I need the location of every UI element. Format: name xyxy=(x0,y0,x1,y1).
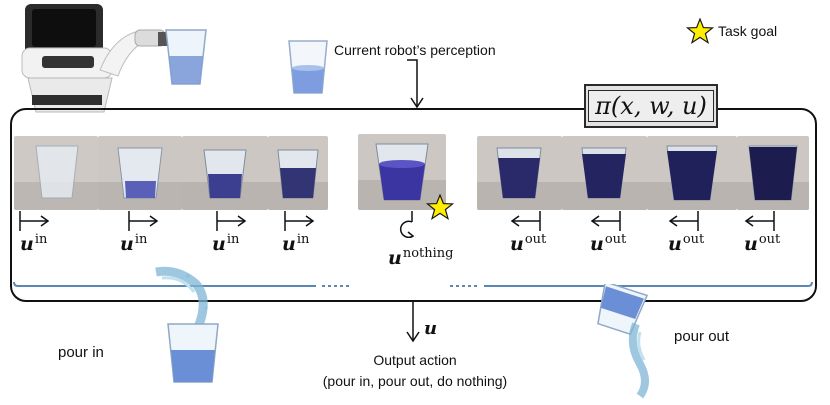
glass-photo-high xyxy=(268,136,328,210)
glass-photo-empty xyxy=(14,136,98,210)
u-in-label-2: uin xyxy=(120,232,148,255)
arrow-right-1 xyxy=(19,211,50,231)
u-out-label-3: uout xyxy=(668,232,705,255)
policy-label: π(x, w, u) xyxy=(588,90,714,122)
output-title: Output action xyxy=(373,352,457,368)
arrow-right-2 xyxy=(128,211,159,231)
glass-photo-goal xyxy=(358,134,446,210)
output-arrow xyxy=(406,302,420,343)
arrow-right-3 xyxy=(216,211,247,231)
glass-photo-over-4 xyxy=(737,136,809,210)
water-splash-icon xyxy=(155,266,219,383)
robot-image xyxy=(21,4,207,113)
arrow-right-4 xyxy=(284,211,315,231)
glass-icon xyxy=(288,40,328,94)
arrow-left-4 xyxy=(744,211,775,231)
perception-label: Current robot’s perception xyxy=(334,42,496,58)
u-in-label-1: uin xyxy=(20,232,48,255)
pour-in-label: pour in xyxy=(58,344,104,361)
glass-photo-over-3 xyxy=(647,136,737,210)
u-out-label-4: uout xyxy=(744,232,781,255)
u-out-label-2: uout xyxy=(590,232,627,255)
arrow-left-1 xyxy=(510,211,541,231)
pour-out-label: pour out xyxy=(674,328,730,345)
star-icon xyxy=(686,18,714,44)
output-options: (pour in, pour out, do nothing) xyxy=(322,373,508,389)
do-nothing-icon xyxy=(399,211,415,238)
u-out-label-1: uout xyxy=(510,232,547,255)
arrow-left-2 xyxy=(590,211,621,231)
policy-frame xyxy=(10,108,817,302)
glass-photo-over-2 xyxy=(562,136,647,210)
axis-lines xyxy=(13,281,813,287)
glass-photo-mid xyxy=(182,136,268,210)
u-in-label-4: uin xyxy=(282,232,310,255)
u-in-label-3: uin xyxy=(212,232,240,255)
glass-photo-over-1 xyxy=(477,136,562,210)
policy-label-box: π(x, w, u) xyxy=(584,84,718,128)
pour-out-glass-icon xyxy=(597,284,649,399)
glass-photo-low xyxy=(98,136,182,210)
perception-arrow xyxy=(407,59,424,109)
u-nothing-label: unothing xyxy=(388,246,454,269)
output-u-symbol: u xyxy=(424,318,438,339)
legend-label: Task goal xyxy=(718,23,778,39)
goal-star-icon xyxy=(426,194,454,220)
arrow-left-3 xyxy=(668,211,699,231)
